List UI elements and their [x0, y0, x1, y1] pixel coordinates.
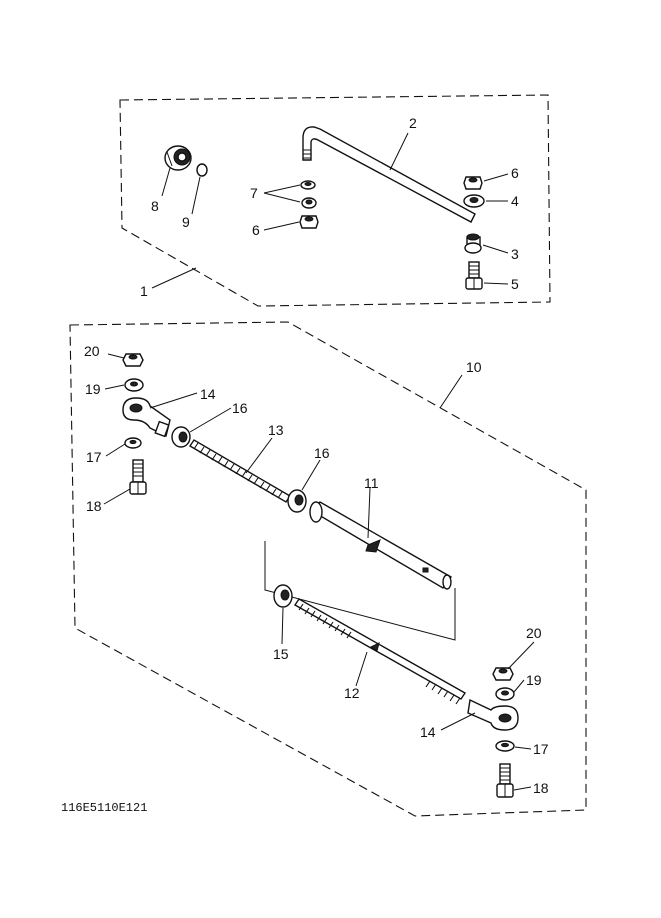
- callout-8: 8: [151, 198, 159, 214]
- group-1-boundary: [119, 94, 551, 307]
- callout-14-top: 14: [200, 386, 216, 402]
- callout-5: 5: [511, 276, 519, 292]
- callout-17-top: 17: [86, 449, 102, 465]
- part-19-washer-bottom: [495, 687, 515, 701]
- group-1-leader-lines: [151, 132, 509, 289]
- part-13-threaded-rod: [189, 439, 291, 503]
- callout-11: 11: [364, 475, 379, 491]
- part-16-nut-middle: [287, 489, 307, 513]
- callout-6-left: 6: [252, 222, 260, 238]
- callout-6-right: 6: [511, 165, 519, 181]
- callout-20-top: 20: [84, 343, 100, 359]
- group-10-leader-lines: [103, 353, 535, 791]
- group-10-boundary: [69, 321, 587, 817]
- part-6-nut-right: [463, 176, 483, 190]
- callout-3: 3: [511, 246, 519, 262]
- callout-16-top: 16: [232, 400, 248, 416]
- callout-14-bottom: 14: [420, 724, 436, 740]
- callout-12: 12: [344, 685, 360, 701]
- callout-19-bottom: 19: [526, 672, 542, 688]
- part-11-tube: [309, 501, 453, 590]
- part-2-rod: [302, 126, 476, 223]
- figure-code: 116E5110E121: [61, 801, 147, 815]
- bracket-line: [264, 541, 456, 641]
- callout-2: 2: [409, 115, 417, 131]
- callout-15: 15: [273, 646, 289, 662]
- part-6-nut-left: [299, 215, 319, 229]
- part-18-bolt-top: [129, 459, 147, 495]
- callout-10: 10: [466, 359, 482, 375]
- callout-16-middle: 16: [314, 445, 330, 461]
- callout-20-bottom: 20: [526, 625, 542, 641]
- part-18-bolt-bottom: [496, 763, 514, 798]
- part-4-collar: [463, 194, 485, 208]
- part-20-nut-bottom: [492, 667, 514, 681]
- part-5-bolt: [465, 261, 483, 290]
- part-7-washers: [300, 180, 317, 209]
- callout-7: 7: [250, 185, 258, 201]
- part-14-rod-end-bottom: [467, 698, 519, 731]
- callout-1: 1: [140, 283, 148, 299]
- part-3-bushing: [464, 233, 482, 254]
- part-12-threaded-rod: [293, 598, 467, 705]
- part-20-nut-top: [122, 353, 144, 367]
- part-15-nut: [273, 584, 293, 608]
- callout-13: 13: [268, 422, 284, 438]
- part-16-nut-top: [171, 426, 191, 448]
- part-8-nut: [164, 145, 192, 171]
- part-9-o-ring: [196, 163, 208, 177]
- callout-9: 9: [182, 214, 190, 230]
- callout-18-top: 18: [86, 498, 102, 514]
- part-19-washer-top: [124, 378, 144, 392]
- part-14-rod-end-top: [122, 397, 171, 438]
- callout-18-bottom: 18: [533, 780, 549, 796]
- callout-19-top: 19: [85, 381, 101, 397]
- part-17-washer-bottom: [495, 740, 515, 752]
- part-17-washer-top: [124, 437, 142, 449]
- callout-17-bottom: 17: [533, 741, 549, 757]
- callout-4: 4: [511, 193, 519, 209]
